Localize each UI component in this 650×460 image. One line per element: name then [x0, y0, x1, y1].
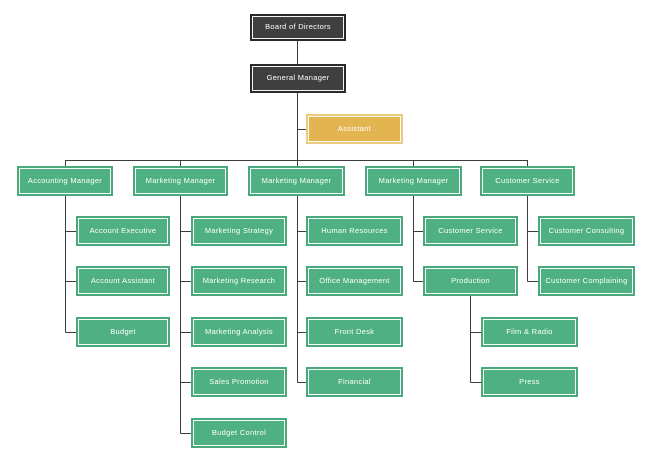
org-node-account-assistant[interactable]: Account Assistant: [76, 266, 170, 296]
org-node-production[interactable]: Production: [423, 266, 518, 296]
org-node-office-management[interactable]: Office Management: [306, 266, 403, 296]
org-node-customer-service-sub[interactable]: Customer Service: [423, 216, 518, 246]
org-node-accounting-manager[interactable]: Accounting Manager: [17, 166, 113, 196]
org-node-press[interactable]: Press: [481, 367, 578, 397]
org-node-sales-promotion[interactable]: Sales Promotion: [191, 367, 287, 397]
org-node-customer-complaining[interactable]: Customer Complaining: [538, 266, 635, 296]
org-node-marketing-manager-3[interactable]: Marketing Manager: [365, 166, 462, 196]
org-node-budget[interactable]: Budget: [76, 317, 170, 347]
org-node-board-of-directors[interactable]: Board of Directors: [250, 14, 346, 41]
org-node-marketing-manager-2[interactable]: Marketing Manager: [248, 166, 345, 196]
org-node-marketing-manager-1[interactable]: Marketing Manager: [133, 166, 228, 196]
org-node-marketing-strategy[interactable]: Marketing Strategy: [191, 216, 287, 246]
org-node-general-manager[interactable]: General Manager: [250, 64, 346, 93]
org-node-customer-consulting[interactable]: Customer Consulting: [538, 216, 635, 246]
org-node-financial[interactable]: Financial: [306, 367, 403, 397]
org-node-marketing-research[interactable]: Marketing Research: [191, 266, 287, 296]
org-node-account-executive[interactable]: Account Executive: [76, 216, 170, 246]
org-node-human-resources[interactable]: Human Resources: [306, 216, 403, 246]
org-node-budget-control[interactable]: Budget Control: [191, 418, 287, 448]
org-node-front-desk[interactable]: Front Desk: [306, 317, 403, 347]
org-node-marketing-analysis[interactable]: Marketing Analysis: [191, 317, 287, 347]
org-node-film-radio[interactable]: Film & Radio: [481, 317, 578, 347]
org-node-assistant[interactable]: Assistant: [306, 114, 403, 144]
org-node-customer-service-manager[interactable]: Customer Service: [480, 166, 575, 196]
